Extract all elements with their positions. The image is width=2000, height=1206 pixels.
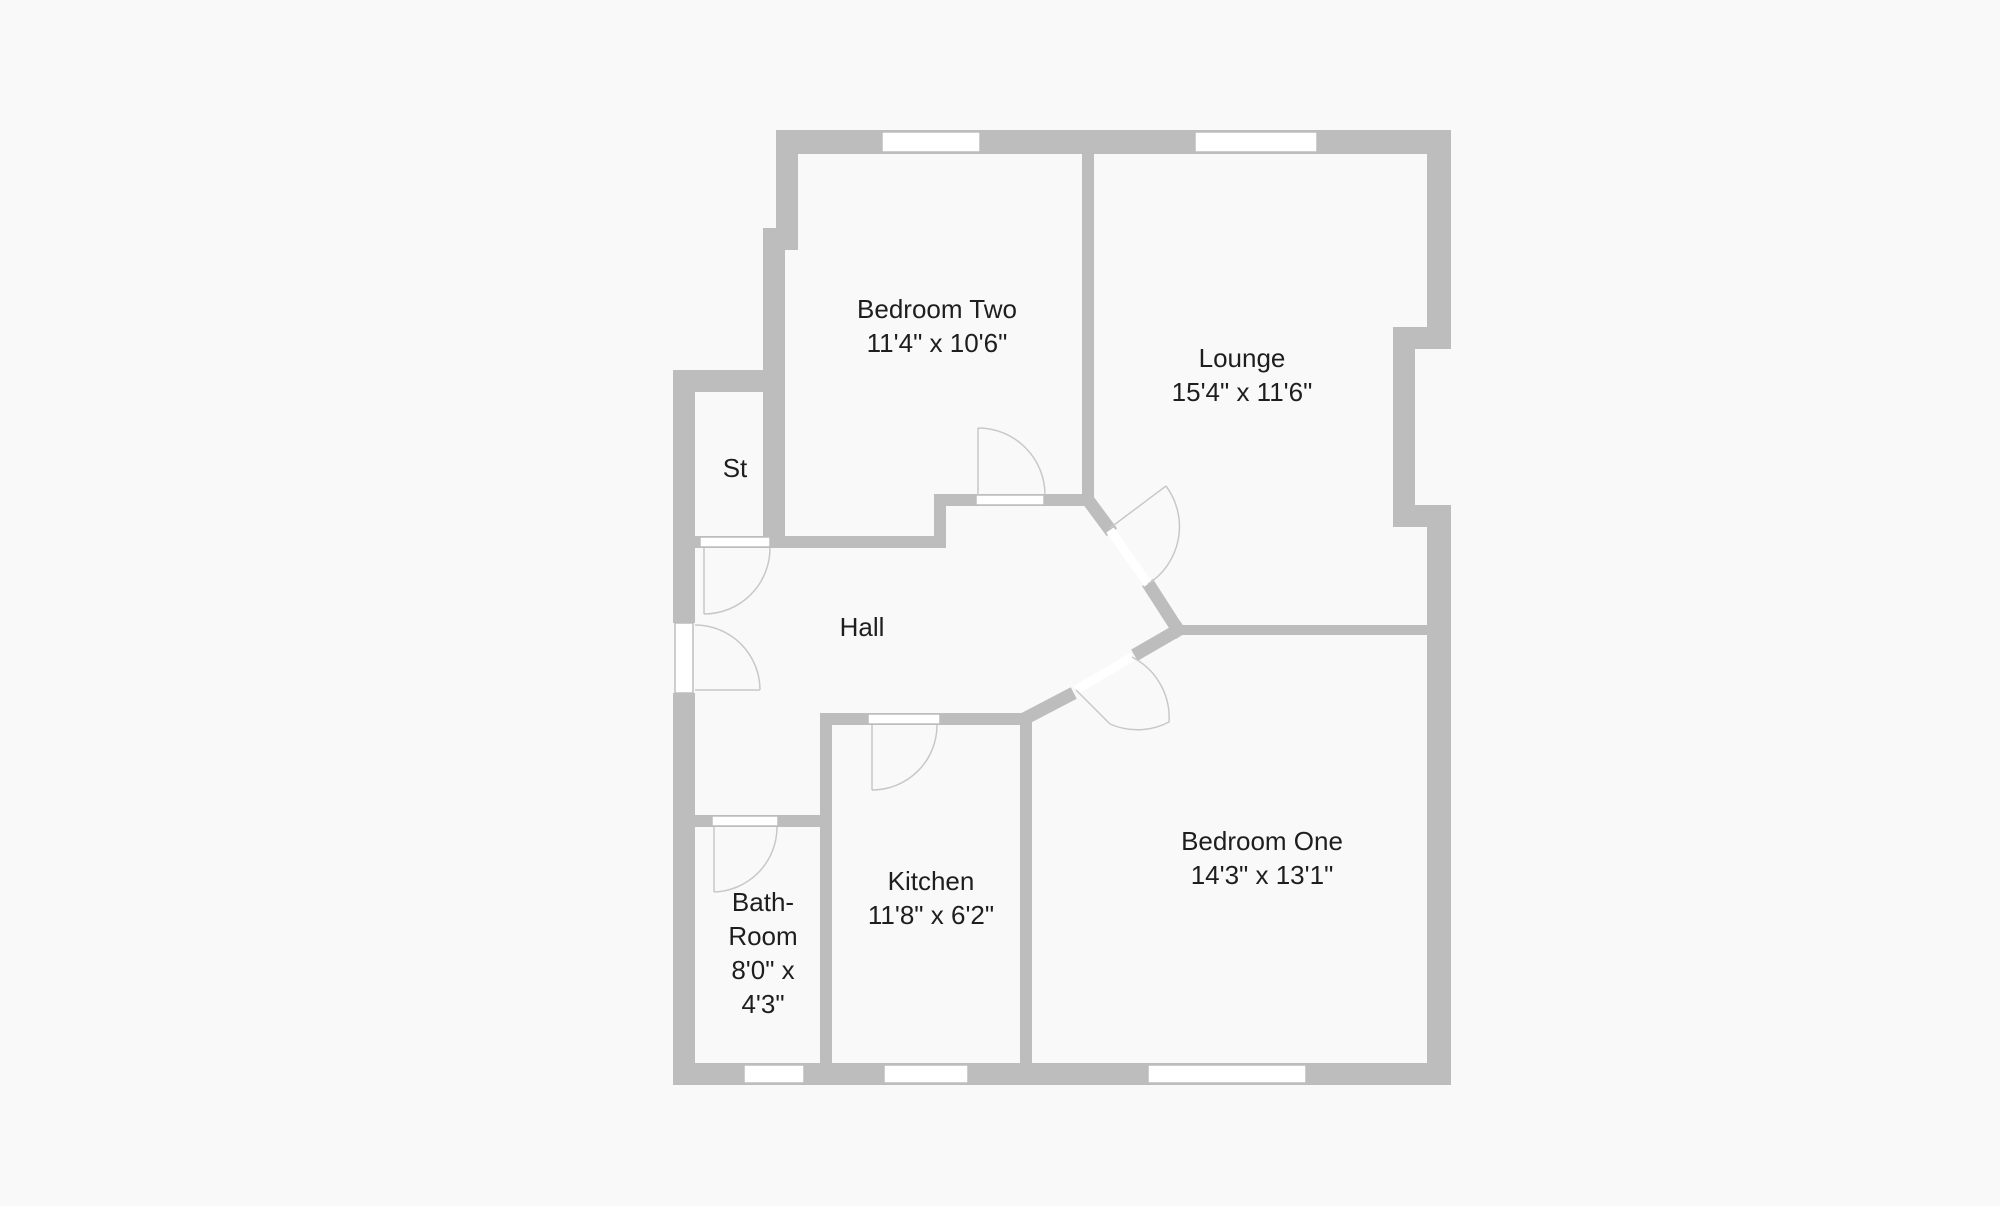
outer-wall-right: [1427, 130, 1451, 347]
window-bathroom: [743, 1064, 805, 1084]
angled-wall-lower-a: [1131, 621, 1187, 661]
outer-wall-left-lower: [673, 693, 695, 1085]
bedroom-two-size: 11'4" x 10'6": [867, 328, 1008, 358]
bay-wall-bottom: [1393, 505, 1451, 527]
door-arc-store: [703, 547, 771, 615]
hall-name: Hall: [840, 612, 885, 642]
window-kitchen: [883, 1064, 969, 1084]
door-opening-kitchen: [867, 713, 941, 725]
bedroom-two-left-wall-high: [776, 130, 798, 248]
outer-wall-right-lower: [1427, 505, 1451, 1085]
door-opening-bathroom: [711, 815, 779, 827]
door-opening-store: [699, 536, 771, 548]
lounge-size: 15'4" x 11'6": [1172, 377, 1313, 407]
walls: [673, 130, 1451, 1085]
door-opening-lounge: [1106, 527, 1152, 587]
door-opening-bedroom-one: [1073, 653, 1135, 694]
kitchen-right-wall: [1020, 713, 1032, 1085]
door-leaf-bedroom-one: [1075, 689, 1111, 725]
outer-wall-top: [776, 130, 1451, 154]
lounge-bedroom-one-divider: [1181, 625, 1429, 635]
lounge-name: Lounge: [1199, 343, 1286, 373]
angled-walls: [1015, 490, 1187, 728]
bedroom-two-name: Bedroom Two: [857, 294, 1017, 324]
store-name: St: [723, 453, 748, 483]
door-leaf-lounge: [1109, 485, 1167, 529]
door-arc-lounge: [1147, 485, 1181, 585]
bathroom-name-line1: Bath-: [732, 887, 794, 917]
angled-door-openings: [1073, 527, 1152, 694]
door-swings: [694, 427, 1181, 893]
bedroom-two-left-wall-low: [763, 228, 785, 548]
angled-wall-upper-a: [1078, 490, 1118, 537]
kitchen-size: 11'8" x 6'2": [868, 900, 994, 930]
kitchen-name: Kitchen: [888, 866, 975, 896]
door-arc-front: [694, 624, 761, 691]
bathroom-size-line2: 4'3": [741, 989, 784, 1019]
room-labels: Bedroom Two 11'4" x 10'6" Lounge 15'4" x…: [723, 294, 1343, 1019]
front-door-opening: [674, 622, 694, 694]
bedroom-two-bottom-wall: [763, 536, 945, 548]
door-opening-bedroom-two: [975, 494, 1045, 506]
bedroom-two-step-side: [934, 494, 946, 548]
bathroom-name-line2: Room: [728, 921, 797, 951]
window-lounge: [1194, 131, 1318, 153]
angled-wall-lower-b: [1015, 687, 1077, 728]
bedroom-one-size: 14'3" x 13'1": [1191, 860, 1334, 890]
bathroom-size-line1: 8'0" x: [731, 955, 794, 985]
door-arc-kitchen: [871, 724, 938, 791]
bedroom-one-name: Bedroom One: [1181, 826, 1343, 856]
door-arc-bedroom-two: [977, 427, 1046, 496]
windows: [674, 131, 1318, 1084]
store-top-wall: [673, 370, 783, 392]
window-bedroom-two: [881, 131, 981, 153]
door-arc-bathroom: [713, 826, 778, 893]
door-openings: [699, 494, 1045, 827]
bedroom-two-lounge-divider: [1082, 154, 1094, 506]
door-arc-bedroom-one: [1109, 656, 1170, 731]
window-bedroom-one: [1147, 1064, 1307, 1084]
angled-wall-upper-b: [1142, 579, 1187, 639]
left-step-notch: [763, 228, 798, 250]
bay-wall-side: [1393, 327, 1415, 526]
kitchen-left-wall: [820, 713, 832, 1085]
outer-wall-left-upper: [673, 370, 695, 623]
